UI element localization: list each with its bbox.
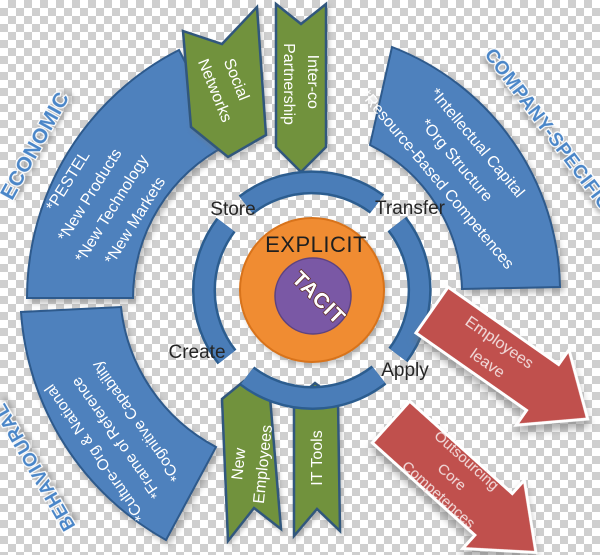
company-specific-arc-shape: [368, 45, 562, 291]
social-networks-arrow: Social Networks: [181, 4, 268, 159]
store-label: Store: [210, 199, 255, 220]
employees-leave-arrow-shape: [413, 284, 590, 427]
cycle-arc-top: [240, 172, 383, 213]
apply-label: Apply: [381, 360, 429, 381]
interco-partnership-label: Inter-co Partnership: [280, 43, 321, 125]
explicit-label: EXPLICIT: [265, 232, 367, 257]
interco-partnership-arrow-shape: [274, 1, 328, 174]
knowledge-cycle-ring: [192, 170, 432, 410]
behavioural-arc-shape: [19, 305, 218, 542]
company-specific-arc: *Intellectual Capital *Org Structure *Re…: [357, 45, 562, 291]
it-tools-arrow: IT Tools: [292, 381, 342, 540]
interco-line: Inter-co: [304, 55, 321, 109]
cycle-arc-left: [194, 219, 235, 363]
create-label: Create: [168, 342, 225, 363]
interco-line: Partnership: [280, 43, 297, 125]
tacit-circle: [274, 257, 352, 335]
knowledge-core: EXPLICIT TACIT: [239, 217, 385, 363]
outsourcing-arrow-shape: [370, 399, 538, 555]
cycle-arc-bottom: [241, 367, 385, 408]
it-tools-line: IT Tools: [309, 430, 326, 485]
economic-arc-shape: [25, 48, 229, 299]
social-networks-arrow-shape: [181, 4, 268, 159]
interco-partnership-arrow: Inter-co Partnership: [274, 1, 328, 174]
it-tools-label: IT Tools: [309, 430, 326, 485]
cycle-arc-right: [389, 218, 430, 361]
cycle-ring-fill: [194, 172, 430, 408]
transfer-label: Transfer: [375, 198, 446, 219]
new-employees-line: New: [229, 447, 249, 481]
new-employees-arrow: New Employees: [220, 379, 283, 545]
